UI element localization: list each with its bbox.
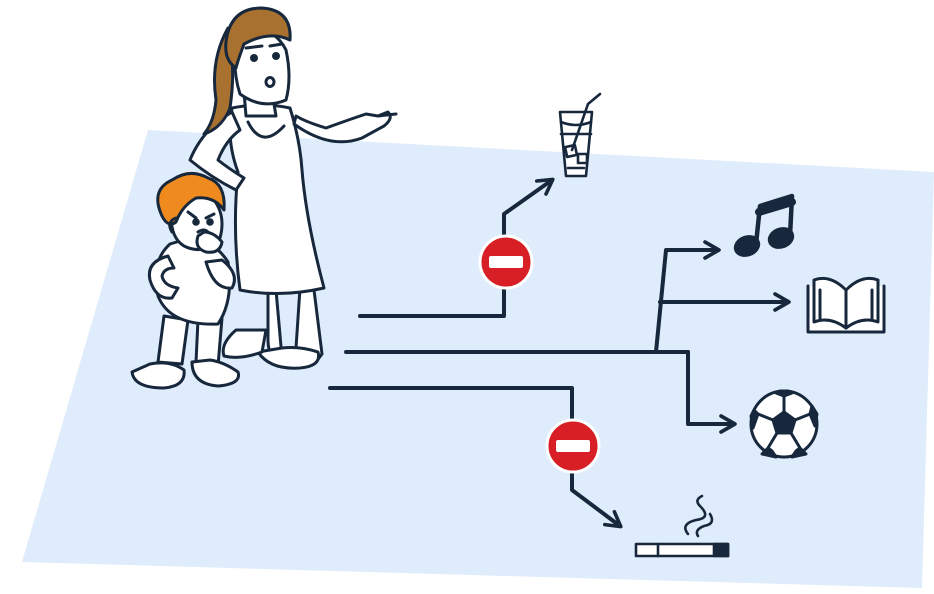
open-book-icon — [806, 276, 886, 334]
child-figure — [130, 172, 241, 390]
mother-figure — [188, 6, 398, 370]
path-to-music — [654, 240, 721, 354]
no-entry-icon — [478, 234, 534, 290]
cigarette-icon — [634, 494, 730, 558]
drink-glass-icon — [558, 92, 602, 178]
no-entry-icon — [545, 418, 601, 474]
music-note-icon — [733, 193, 796, 257]
path-to-football — [686, 350, 737, 434]
football-icon — [749, 389, 819, 459]
